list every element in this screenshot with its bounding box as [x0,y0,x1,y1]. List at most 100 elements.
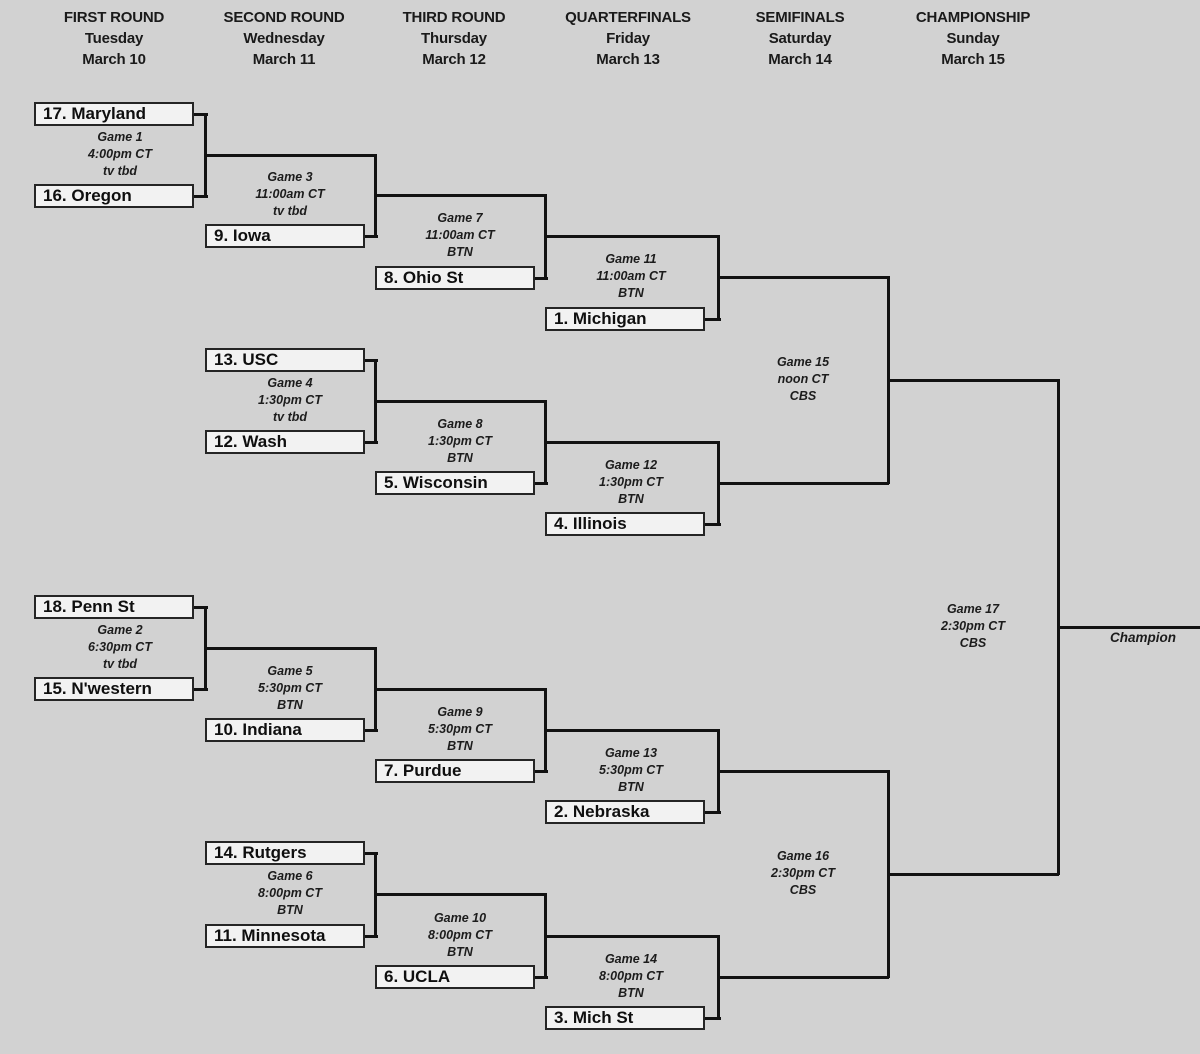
game-time: 1:30pm CT [428,434,492,448]
game-number: Game 10 [433,911,487,925]
game-tv: BTN [618,986,644,1000]
game-number: Game 13 [604,746,658,760]
bracket-line-horizontal [362,935,378,938]
game-time: 11:00am CT [255,187,325,201]
game-number: Game 11 [605,252,657,266]
game-tv: CBS [959,636,987,650]
round-name: FIRST ROUND [63,9,165,26]
bracket-line-horizontal [374,194,546,197]
bracket-line-horizontal [532,770,548,773]
game-17-info: Game 17 2:30pm CT CBS [898,601,1048,652]
bracket-line-horizontal [374,688,546,691]
round-date: March 13 [596,51,660,68]
game-number: Game 7 [437,211,483,225]
round-day: Thursday [421,30,487,47]
bracket-line-horizontal [717,976,889,979]
game-time: 5:30pm CT [599,763,663,777]
game-4-info: Game 4 1:30pm CT tv tbd [215,375,365,426]
game-tv: tv tbd [272,204,308,218]
round-name: CHAMPIONSHIP [915,9,1031,26]
bracket-line-horizontal [362,729,378,732]
game-number: Game 1 [97,130,143,144]
bracket-line-horizontal [362,441,378,444]
round-name: THIRD ROUND [402,9,506,26]
game-13-info: Game 13 5:30pm CT BTN [556,745,706,796]
game-number: Game 9 [437,705,483,719]
game-tv: CBS [789,883,817,897]
game-number: Game 15 [776,355,830,369]
game-tv: BTN [447,245,473,259]
bracket-line-horizontal [887,873,1059,876]
team-box-illinois: 4. Illinois [545,512,705,536]
bracket-line-horizontal [374,400,546,403]
game-15-info: Game 15 noon CT CBS [728,354,878,405]
game-tv: BTN [447,739,473,753]
game-time: 11:00am CT [596,269,666,283]
team-box-maryland: 17. Maryland [34,102,194,126]
game-2-info: Game 2 6:30pm CT tv tbd [45,622,195,673]
round-day: Wednesday [243,30,325,47]
round-date: March 10 [82,51,146,68]
bracket-line-horizontal [191,688,208,691]
round-name: QUARTERFINALS [565,9,691,26]
game-number: Game 4 [267,376,313,390]
bracket-line-horizontal [204,647,376,650]
game-16-info: Game 16 2:30pm CT CBS [728,848,878,899]
bracket-line-horizontal [191,195,208,198]
team-box-rutgers: 14. Rutgers [205,841,365,865]
column-header-quarterfinals: QUARTERFINALS Friday March 13 [543,7,713,70]
team-box-ucla: 6. UCLA [375,965,535,989]
round-date: March 12 [422,51,486,68]
column-header-semifinals: SEMIFINALS Saturday March 14 [715,7,885,70]
game-tv: BTN [618,286,644,300]
bracket-line-horizontal [374,893,546,896]
game-8-info: Game 8 1:30pm CT BTN [385,416,535,467]
game-number: Game 6 [267,869,313,883]
game-11-info: Game 11 11:00am CT BTN [556,251,706,302]
bracket-line-horizontal [532,277,548,280]
game-tv: tv tbd [272,410,308,424]
game-number: Game 16 [776,849,830,863]
round-day: Tuesday [84,30,144,47]
game-time: 8:00pm CT [599,969,663,983]
column-header-championship: CHAMPIONSHIP Sunday March 15 [888,7,1058,70]
column-header-second-round: SECOND ROUND Wednesday March 11 [199,7,369,70]
game-tv: tv tbd [102,657,138,671]
game-time: 5:30pm CT [428,722,492,736]
bracket-line-horizontal [702,523,721,526]
bracket-line-horizontal [204,154,376,157]
game-time: 1:30pm CT [599,475,663,489]
bracket-line-horizontal [702,811,721,814]
bracket-line-horizontal [544,441,719,444]
team-box-usc: 13. USC [205,348,365,372]
bracket-line-horizontal [191,606,208,609]
game-time: 2:30pm CT [771,866,835,880]
team-box-wisconsin: 5. Wisconsin [375,471,535,495]
game-time: 2:30pm CT [941,619,1005,633]
column-header-third-round: THIRD ROUND Thursday March 12 [369,7,539,70]
game-tv: BTN [447,945,473,959]
round-date: March 15 [941,51,1005,68]
team-box-michigan: 1. Michigan [545,307,705,331]
game-time: 4:00pm CT [88,147,152,161]
game-tv: BTN [618,780,644,794]
game-tv: tv tbd [102,164,138,178]
game-7-info: Game 7 11:00am CT BTN [385,210,535,261]
bracket-line-horizontal [702,318,721,321]
bracket-line-horizontal [544,729,719,732]
bracket-line-horizontal [887,379,1059,382]
game-1-info: Game 1 4:00pm CT tv tbd [45,129,195,180]
bracket-line-horizontal [717,276,889,279]
game-time: noon CT [777,372,829,386]
game-number: Game 14 [604,952,658,966]
round-name: SECOND ROUND [223,9,345,26]
game-number: Game 2 [97,623,143,637]
bracket-line-horizontal [362,359,378,362]
game-time: 5:30pm CT [258,681,322,695]
game-tv: BTN [277,698,303,712]
game-time: 11:00am CT [425,228,495,242]
team-box-iowa: 9. Iowa [205,224,365,248]
game-tv: BTN [277,903,303,917]
game-number: Game 3 [267,170,313,184]
bracket-line-horizontal [362,235,378,238]
